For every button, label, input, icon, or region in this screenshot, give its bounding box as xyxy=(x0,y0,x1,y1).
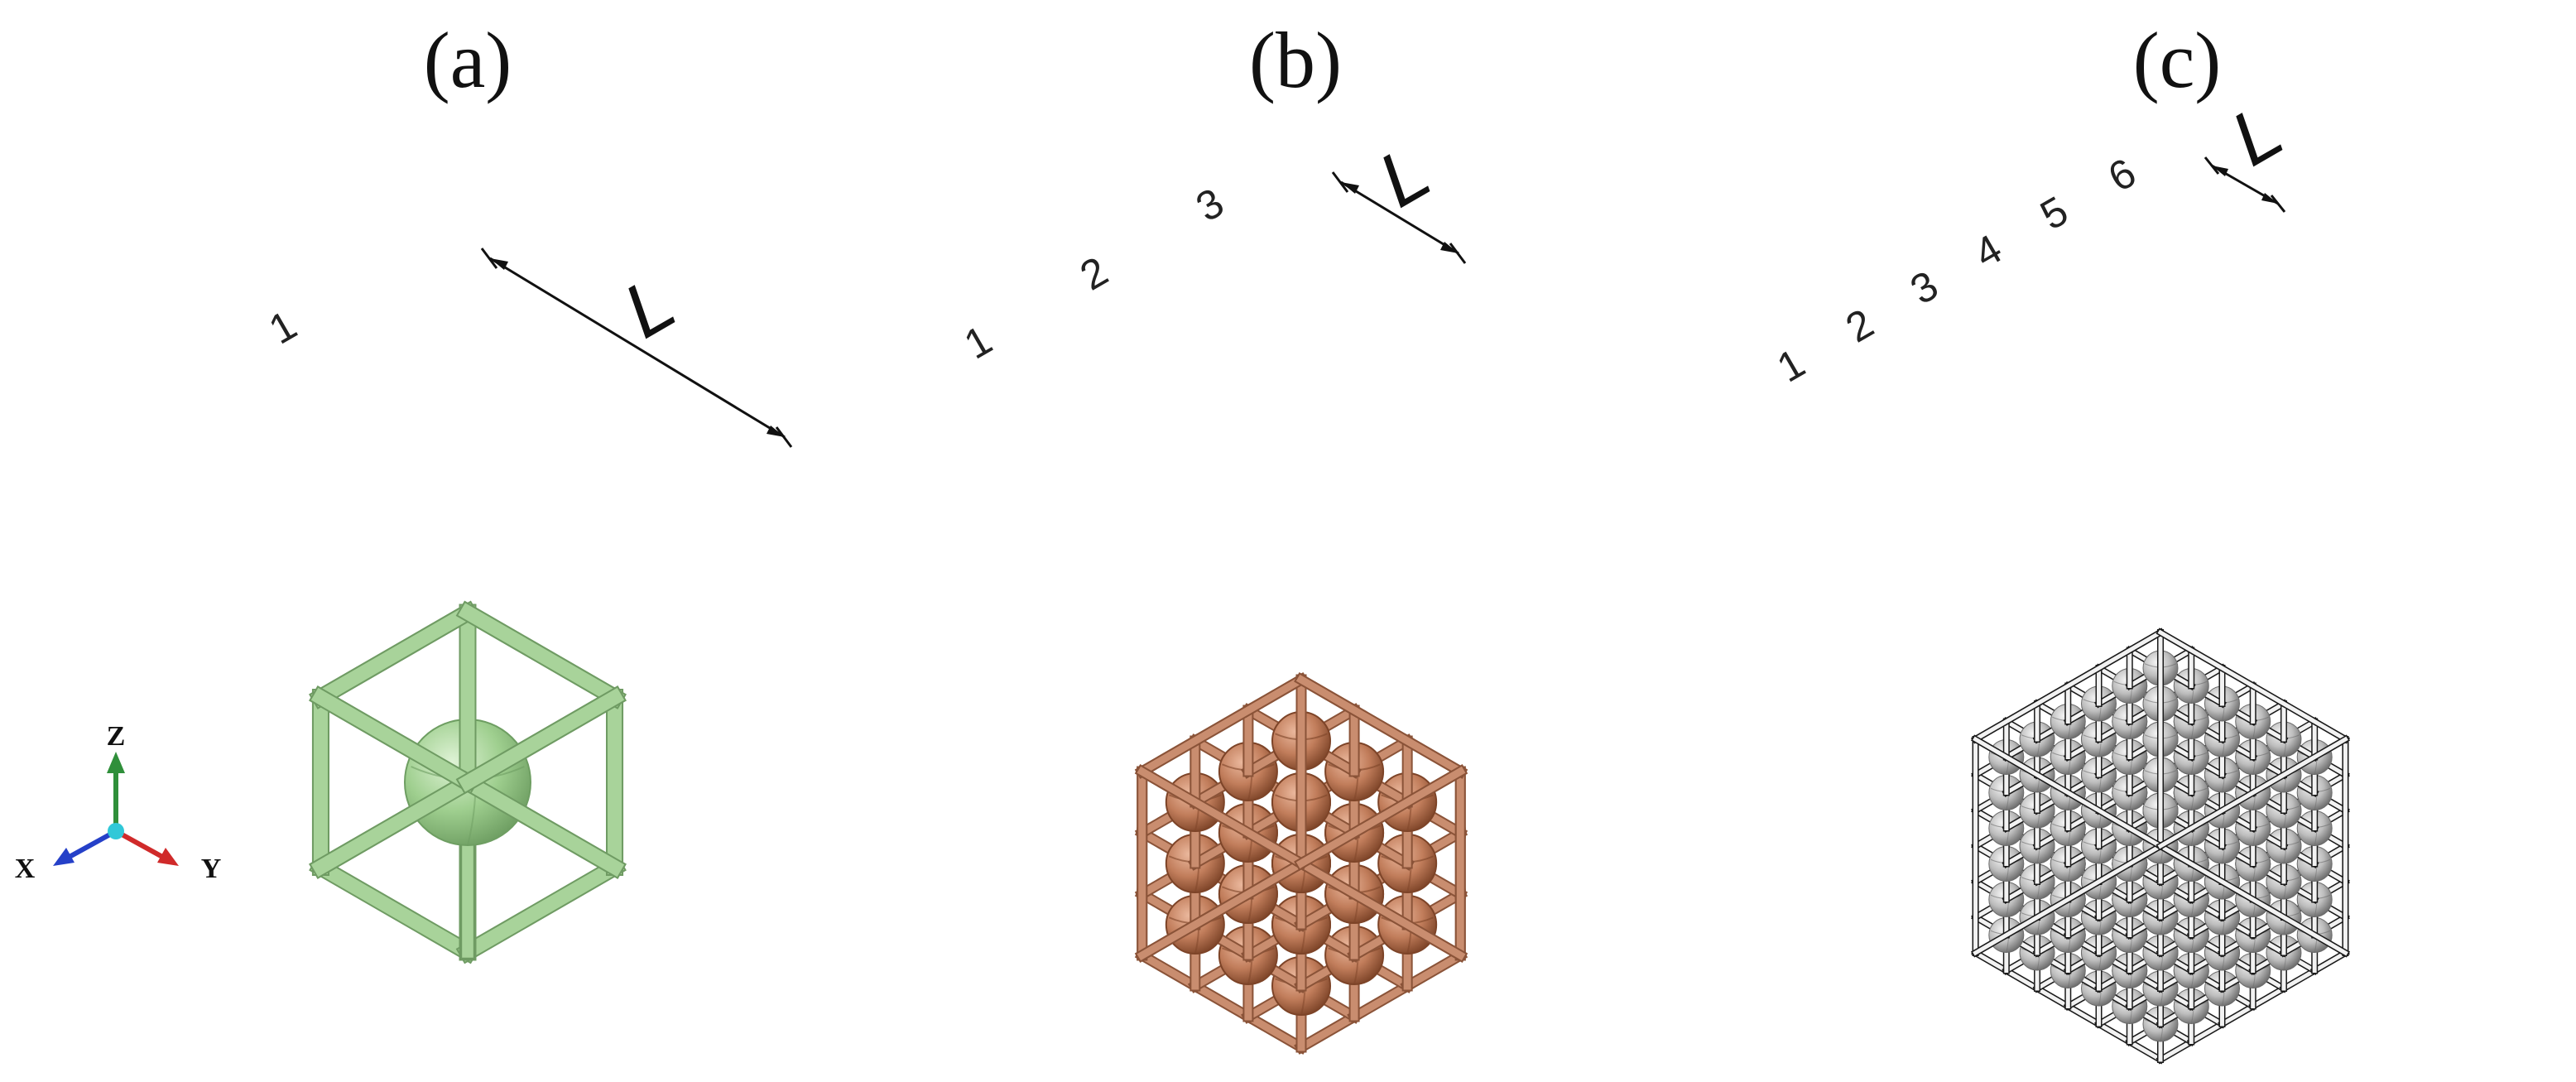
cube-b xyxy=(1134,672,1468,1055)
frame-outline-strut xyxy=(1971,628,2165,744)
y-axis-arrow xyxy=(114,829,166,860)
frame-strut xyxy=(455,855,627,964)
panel-c: (c) L 1 2 3 4 5 6 xyxy=(1769,16,2350,1065)
frame-outline-strut xyxy=(1294,856,1468,963)
frame-strut xyxy=(2279,966,2319,993)
frame-strut xyxy=(2186,1019,2227,1046)
frame-strut xyxy=(1347,979,1415,1024)
frame-outline-strut xyxy=(2155,734,2350,851)
frame-strut xyxy=(1400,948,1468,993)
frame-outline-strut xyxy=(309,600,480,709)
frame-outline-strut xyxy=(1294,764,1468,871)
coordinate-axes: Z X Y xyxy=(15,721,222,884)
column-number-b-1: 1 xyxy=(956,316,999,368)
frame-outline-strut xyxy=(2155,628,2350,744)
x-axis-label: X xyxy=(15,854,36,884)
column-number-c-2: 2 xyxy=(1838,300,1881,351)
x-axis-arrowhead xyxy=(53,848,74,866)
column-number-a-1: 1 xyxy=(261,301,304,353)
dimension-marker-c xyxy=(2204,156,2286,213)
dimension-marker-b xyxy=(1331,171,1467,264)
column-number-c-6: 6 xyxy=(2100,149,2143,200)
frame-outline-strut xyxy=(455,685,627,795)
panel-b: (b) L 1 2 3 xyxy=(956,16,1468,1055)
frame-strut xyxy=(1134,948,1203,993)
cube-c xyxy=(1971,628,2350,1065)
frame-strut xyxy=(2002,966,2042,993)
frame-outline-strut xyxy=(309,770,480,879)
frame-outline-strut xyxy=(1971,734,2165,851)
frame-strut xyxy=(2155,1037,2196,1065)
z-axis-label: Z xyxy=(107,721,126,752)
panel-b-label: (b) xyxy=(1249,16,1342,104)
column-number-c-3: 3 xyxy=(1902,262,1945,313)
frame-outline-strut xyxy=(455,600,627,709)
dimension-label-b: L xyxy=(1365,129,1444,224)
frame-strut xyxy=(2248,983,2289,1011)
frame-outline-strut xyxy=(1294,672,1468,779)
frame-strut xyxy=(2032,983,2073,1011)
axes-origin xyxy=(108,823,124,839)
frame-outline-strut xyxy=(2155,841,2350,958)
y-axis-arrowhead xyxy=(157,848,179,866)
frame-strut xyxy=(1241,1009,1309,1055)
dimension-marker-a xyxy=(480,248,793,448)
frame-strut xyxy=(2063,1002,2103,1029)
column-number-c-4: 4 xyxy=(1966,225,2009,277)
frame-strut xyxy=(2125,1037,2165,1065)
dimension-label-a: L xyxy=(610,260,689,354)
frame-strut xyxy=(1294,1009,1362,1055)
cube-a xyxy=(309,600,627,964)
x-axis-arrow xyxy=(66,829,118,860)
frame-outline-strut xyxy=(1134,672,1309,779)
frame-outline-strut xyxy=(1134,764,1309,871)
frame-strut xyxy=(2094,1019,2135,1046)
frame-strut xyxy=(1971,948,2011,975)
column-number-b-3: 3 xyxy=(1188,179,1231,230)
frame-strut xyxy=(2218,1002,2258,1029)
panel-a: (a) L 1 xyxy=(261,16,793,964)
panel-a-label: (a) xyxy=(424,16,512,104)
frame-outline-strut xyxy=(1134,856,1309,963)
dimension-label-c: L xyxy=(2218,88,2296,182)
frame-outline-strut xyxy=(1971,841,2165,958)
frame-strut xyxy=(309,855,480,964)
frame-outline-strut xyxy=(455,770,627,879)
z-axis-arrowhead xyxy=(107,752,125,773)
frame-outline-strut xyxy=(309,685,480,795)
column-number-c-1: 1 xyxy=(1769,339,1812,391)
panel-c-label: (c) xyxy=(2133,16,2222,104)
column-number-b-2: 2 xyxy=(1072,248,1115,299)
frame-strut xyxy=(2309,948,2350,975)
column-number-c-5: 5 xyxy=(2032,187,2075,238)
frame-strut xyxy=(1187,979,1256,1024)
y-axis-label: Y xyxy=(201,854,222,884)
